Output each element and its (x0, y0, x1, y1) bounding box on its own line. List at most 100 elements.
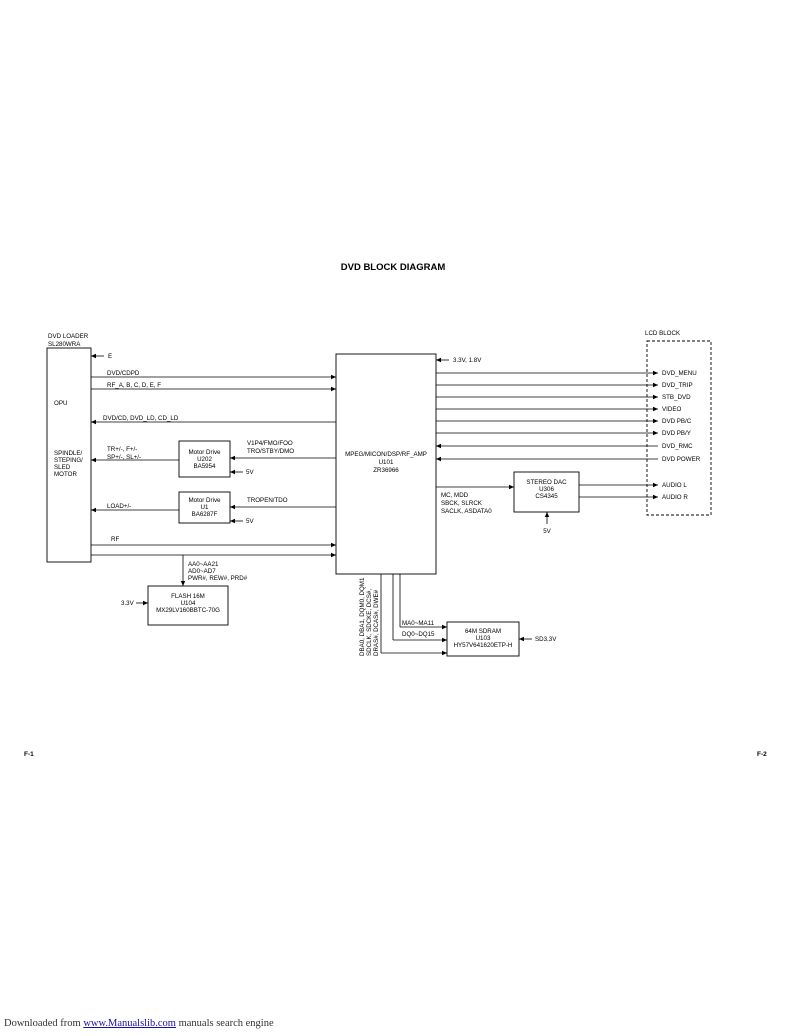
output-7: DVD_RMC (662, 443, 693, 450)
dvd-loader-block (46, 347, 92, 563)
audio-r: AUDIO R (662, 494, 688, 501)
signal-power-in: 3.3V, 1.8V (453, 357, 482, 364)
arrow-out-6 (653, 430, 658, 436)
bus-label-1: DBA0, DBA1, DQM0, DQM1 (359, 577, 366, 656)
output-3: STB_DVD (662, 394, 691, 401)
loader-model: SL280WRA (48, 341, 81, 348)
signal-rf: RF (111, 536, 119, 543)
signal-load: LOAD+/- (107, 503, 131, 510)
flash-part: MX29LV160BBTC-70G (156, 607, 220, 614)
mpeg-label: MPEG/MICON/DSP/RF_AMP (345, 451, 427, 458)
page-marker-left: F-1 (24, 751, 34, 758)
page-marker-right: F-2 (757, 751, 767, 758)
manualslib-link[interactable]: www.Manualslib.com (83, 1018, 176, 1029)
mpeg-ref: U101 (379, 459, 394, 466)
lcd-block (646, 340, 712, 516)
output-6: DVD PB/Y (662, 430, 691, 437)
arrow-loader-bus (331, 552, 336, 558)
arrow-sd33 (519, 636, 524, 642)
arrow-5v-b (230, 518, 235, 524)
arrow-power-in (436, 357, 441, 363)
output-4: VIDEO (662, 406, 681, 413)
signal-v1p4: V1P4/FMO/FOO (247, 440, 293, 447)
signal-5v-b: 5V (246, 518, 254, 525)
arrow-dvd-cdpd (331, 374, 336, 380)
bus-label-3: DRAS#, DCAS#, DWE# (373, 589, 380, 656)
u202-part: BA5954 (193, 463, 216, 470)
flash-ref: U104 (181, 600, 196, 607)
arrow-sdram-data (442, 637, 447, 643)
signal-5v-a: 5V (246, 469, 254, 476)
signal-rf-abcdef: RF_A, B, C, D, E, F (107, 382, 161, 389)
opu-label: OPU (54, 400, 67, 407)
signal-ma: MA0~MA11 (402, 620, 435, 627)
sled-label-4: MOTOR (54, 471, 77, 478)
mpeg-part: ZR36966 (373, 467, 399, 474)
footer-suffix: manuals search engine (175, 1018, 274, 1029)
bus-label-2: SDCLK, SDCKE, DCS#, (366, 589, 373, 656)
arrow-load (91, 507, 96, 513)
arrow-rf-abcdef (331, 386, 336, 392)
audio-l: AUDIO L (662, 482, 687, 489)
loader-label: DVD LOADER (48, 333, 89, 340)
arrow-sdram-ctrl (442, 650, 447, 656)
dac-ref: U306 (539, 486, 554, 493)
output-8: DVD POWER (662, 456, 701, 463)
arrow-sdram-addr (442, 624, 447, 630)
arrow-out-2 (653, 382, 658, 388)
flash-label: FLASH 16M (171, 593, 205, 600)
u1-part: BA6287F (192, 511, 218, 518)
arrow-flash-bus (180, 581, 186, 586)
arrow-e (91, 353, 96, 359)
arrow-rf (331, 542, 336, 548)
signal-dvd-cdpd: DVD/CDPD (107, 370, 140, 377)
arrow-out-4 (653, 406, 658, 412)
signal-sp: SP+/-, SL+/- (107, 454, 141, 461)
u1-ref: U1 (201, 504, 209, 511)
motor-drive-u202-block (178, 440, 231, 478)
diagram-title: DVD BLOCK DIAGRAM (341, 262, 446, 273)
dac-label: STEREO DAC (526, 479, 567, 486)
signal-e: E (108, 353, 112, 360)
sdram-part: HY57V641620ETP-H (454, 642, 513, 649)
stereo-dac-block (513, 471, 580, 513)
signal-sbck: SBCK, SLRCK (441, 500, 483, 507)
footer-prefix: Downloaded from (4, 1018, 84, 1029)
arrow-5v-a (230, 469, 235, 475)
output-1: DVD_MENU (662, 370, 697, 377)
sdram-ref: U103 (476, 635, 491, 642)
signal-ad: AD0~AD7 (188, 568, 216, 575)
signal-sd33: SD3.3V (535, 636, 557, 643)
u1-label: Motor Drive (189, 497, 222, 504)
signal-mc: MC, MDD (441, 492, 469, 499)
sled-label-3: SLED (54, 464, 71, 471)
signal-dvd-cd-ld: DVD/CD, DVD_LD, CD_LD (103, 415, 179, 422)
arrow-out-7 (436, 443, 441, 449)
arrow-out-5 (653, 418, 658, 424)
sled-label-1: SPINDLE/ (54, 450, 82, 457)
arrow-audio-l (653, 482, 658, 488)
arrow-tr-sp (91, 457, 96, 463)
arrow-audio-bus (509, 484, 514, 490)
lcd-block-label: LCD BLOCK (645, 330, 681, 337)
output-5: DVD PB/C (662, 418, 692, 425)
arrow-5v-c (544, 512, 550, 517)
output-2: DVD_TRIP (662, 382, 693, 389)
u202-ref: U202 (197, 456, 212, 463)
sdram-block (446, 621, 520, 657)
arrow-audio-r (653, 494, 658, 500)
arrow-out-3 (653, 394, 658, 400)
arrow-v1p4 (230, 455, 235, 461)
motor-drive-u1-block (178, 491, 231, 524)
signal-tropen: TROPEN/TDO (247, 497, 288, 504)
signal-tro: TRO/STBY/DMO (247, 448, 294, 455)
arrow-3v3 (143, 600, 148, 606)
signal-3v3: 3.3V (121, 600, 135, 607)
signal-tr: TR+/-, F+/- (107, 446, 137, 453)
arrow-out-8 (436, 456, 441, 462)
signal-aa: AA0~AA21 (188, 561, 219, 568)
signal-5v-c: 5V (543, 528, 551, 535)
mpeg-decoder-block (335, 353, 437, 575)
arrow-dvd-cd-ld (91, 419, 96, 425)
